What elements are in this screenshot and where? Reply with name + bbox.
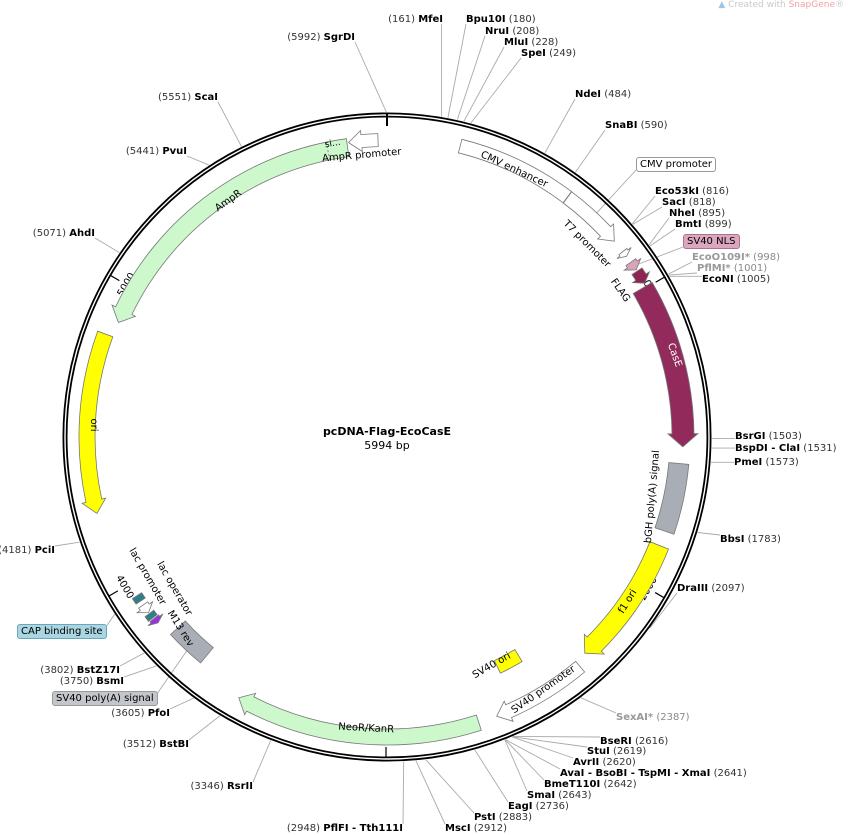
leader-line xyxy=(426,760,474,813)
feature-label-bgh-polya: bGH poly(A) signal xyxy=(643,450,662,544)
tick-mark xyxy=(111,276,120,281)
site-bstz17i[interactable]: 3802 BstZ17I xyxy=(40,664,120,677)
leader-line xyxy=(448,24,466,118)
leader-line xyxy=(120,653,144,666)
feature-case[interactable] xyxy=(633,282,698,446)
site-ahdi[interactable]: 5071 AhdI xyxy=(33,227,95,240)
callout-cmv-promoter[interactable]: CMV promoter xyxy=(636,157,716,172)
leader-line xyxy=(107,614,115,626)
leader-line xyxy=(475,750,508,802)
leader-line xyxy=(253,740,271,782)
site-rsrii[interactable]: 3346 RsrII xyxy=(191,780,253,793)
leader-line xyxy=(512,737,587,747)
leader-line xyxy=(698,532,720,535)
leader-line xyxy=(633,207,662,224)
leader-line xyxy=(355,42,386,112)
site-bstbi[interactable]: 3512 BstBI xyxy=(123,738,189,751)
watermark: ▲ Created with SnapGene® xyxy=(718,0,844,10)
leader-line xyxy=(403,762,404,824)
leader-line xyxy=(124,666,156,677)
leader-line xyxy=(669,273,697,275)
callout-cap-binding-site[interactable]: CAP binding site xyxy=(17,624,107,639)
leader-line xyxy=(55,542,80,546)
leader-line xyxy=(512,737,573,758)
site-bmti[interactable]: BmtI 899 xyxy=(675,218,732,231)
site-pvui[interactable]: 5441 PvuI xyxy=(126,145,187,158)
site-snabi[interactable]: SnaBI 590 xyxy=(605,119,668,132)
leader-line xyxy=(649,218,669,245)
site-econi[interactable]: EcoNI 1005 xyxy=(702,273,770,286)
plasmid-name: pcDNA-Flag-EcoCasE xyxy=(287,425,487,438)
leader-line xyxy=(513,736,600,737)
callout-sv40-nls[interactable]: SV40 NLS xyxy=(683,234,740,249)
leader-line xyxy=(545,99,575,153)
feature-label-sv40-promoter: SV40 promoter xyxy=(509,663,578,716)
leader-line xyxy=(170,698,194,709)
callout-sv40-polya[interactable]: SV40 poly(A) signal xyxy=(52,691,158,706)
feature-sv40-nls[interactable] xyxy=(624,259,640,271)
site-pflfi-tth111i[interactable]: 2948 PflFI - Tth111I xyxy=(287,822,403,835)
tick-mark xyxy=(109,591,118,596)
site-mfei[interactable]: 161 MfeI xyxy=(388,13,443,26)
leader-line xyxy=(632,196,655,224)
feature-t7-promoter[interactable] xyxy=(617,248,631,259)
leader-line xyxy=(189,716,220,740)
tick-label: 4000 xyxy=(113,573,135,601)
leader-line xyxy=(464,47,504,121)
site-spei[interactable]: SpeI 249 xyxy=(521,47,576,60)
feature-label-ori: ori xyxy=(88,418,99,431)
feature-ampr[interactable] xyxy=(112,139,349,323)
leader-line xyxy=(416,761,445,824)
snapgene-logo-icon: ▲ xyxy=(718,0,728,10)
site-sexai[interactable]: SexAI* 2387 xyxy=(616,711,690,724)
leader-line xyxy=(187,156,209,165)
leader-line xyxy=(218,102,241,146)
leader-line xyxy=(668,262,692,274)
leader-line xyxy=(471,58,521,123)
plasmid-length: 5994 bp xyxy=(287,439,487,452)
feature-lac-promoter[interactable] xyxy=(137,602,153,613)
leader-line xyxy=(505,740,527,791)
site-pfoi[interactable]: 3605 PfoI xyxy=(111,707,170,720)
site-bbsi[interactable]: BbsI 1783 xyxy=(720,533,781,546)
leader-line xyxy=(575,130,605,172)
leader-line xyxy=(650,229,675,246)
site-pcii[interactable]: 4181 PciI xyxy=(0,544,55,557)
site-sgrdi[interactable]: 5992 SgrDI xyxy=(287,31,355,44)
leader-line xyxy=(581,698,616,713)
tick-mark xyxy=(656,277,665,282)
tick-mark xyxy=(655,593,664,598)
leader-line xyxy=(95,238,119,253)
site-bspdi-clai[interactable]: BspDI - ClaI 1531 xyxy=(735,442,837,455)
feature-label-flag: FLAG xyxy=(608,277,632,305)
site-pmei[interactable]: PmeI 1573 xyxy=(734,456,799,469)
site-ndei[interactable]: NdeI 484 xyxy=(575,88,631,101)
site-msci[interactable]: MscI 2912 xyxy=(445,822,507,835)
site-scai[interactable]: 5551 ScaI xyxy=(158,91,218,104)
ticks: 10002000300040005000 xyxy=(109,271,664,757)
site-draiii[interactable]: DraIII 2097 xyxy=(677,582,745,595)
